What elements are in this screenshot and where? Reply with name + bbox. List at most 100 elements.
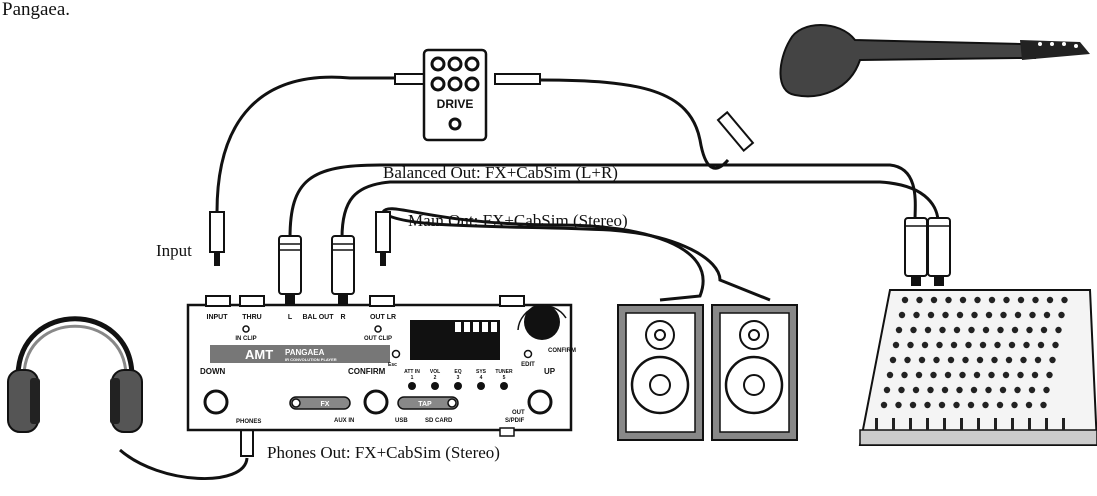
pedal-out-plug [494, 73, 541, 85]
jack-input-label: INPUT [207, 314, 229, 321]
mixer-knob [988, 371, 995, 379]
mixer-knob [927, 386, 934, 394]
logo-bar [210, 345, 390, 363]
mixer-knob [924, 401, 931, 409]
mixer-knob [997, 326, 1004, 334]
guitar-plug [716, 110, 755, 153]
tap-button [397, 396, 459, 410]
aux-in-label: AUX IN [334, 418, 354, 424]
mixer-fader [1028, 418, 1031, 430]
mixer-fader [909, 418, 912, 430]
mixer-knob [918, 356, 926, 364]
cable-input [215, 75, 400, 213]
mixer-knob [1008, 341, 1016, 349]
mixer-knob [915, 371, 923, 379]
mixer-knob [895, 326, 903, 334]
mixer-knob [909, 401, 917, 409]
cable-main-out-l [381, 207, 705, 302]
mixer-knob [1031, 371, 1039, 379]
mixer-knob [947, 356, 955, 364]
mixer-knob [1046, 296, 1054, 304]
mixer-knob [1002, 371, 1010, 379]
out-clip-label: OUT CLIP [364, 336, 392, 342]
mixer-fader [960, 418, 963, 430]
sd-card-label: SD CARD [425, 418, 453, 424]
mixer-knob [1058, 311, 1065, 319]
mixer-knob [967, 401, 975, 409]
mixer-knob [913, 311, 920, 319]
fx-button [289, 396, 351, 410]
preset-button-label: VOL [430, 369, 440, 375]
mixer-knob [959, 371, 966, 379]
usb-label: USB [395, 418, 408, 424]
mixer-knob [968, 326, 975, 334]
caption-fragment: Pangaea. [2, 0, 71, 20]
cable-phones-headphones [119, 448, 249, 481]
preset-button[interactable] [500, 382, 508, 390]
mixer-knob [924, 326, 932, 334]
mixer-knob [994, 341, 1001, 349]
jack-r-label: R [340, 314, 345, 321]
amt-logo: AMT [245, 347, 273, 362]
mixer-knob [956, 311, 964, 319]
preset-button[interactable] [408, 382, 416, 390]
footswitch-up [527, 389, 553, 415]
preset-button[interactable] [454, 382, 462, 390]
preset-button[interactable] [477, 382, 485, 390]
jack-l-label: L [288, 314, 293, 321]
mixer-knob [985, 311, 993, 319]
preset-button-number: 1 [411, 375, 414, 381]
esc-label: Esc [388, 362, 397, 368]
mixer-knob [898, 311, 906, 319]
mixer-knob [965, 341, 972, 349]
mixer-knob [1025, 401, 1033, 409]
mixer-knob [930, 371, 937, 379]
pedal-name: DRIVE [437, 97, 474, 111]
out-clip-led [374, 325, 382, 333]
jack-plugs [209, 73, 951, 457]
mixer-knob [1049, 356, 1056, 364]
preset-button-number: 2 [434, 375, 437, 381]
mixer-knob [953, 401, 960, 409]
mixer-knob [892, 341, 900, 349]
mixer-knob [1026, 326, 1033, 334]
balanced-out-label: Balanced Out: FX+CabSim (L+R) [383, 163, 618, 182]
mixer-knob [974, 296, 981, 304]
mixing-console [858, 289, 1097, 446]
guitar-icon [779, 24, 1090, 98]
mixer-knob [988, 296, 996, 304]
preset-button-label: ATT IN [404, 369, 420, 375]
mixer-knob [1037, 341, 1045, 349]
mixer-fader [875, 418, 878, 430]
mixer-knob [916, 296, 923, 304]
xlr-plug-mixer-l [904, 217, 928, 286]
xlr-plug-r [331, 235, 355, 304]
mixer-knob [950, 341, 958, 349]
mixer-fader [892, 418, 895, 430]
preset-button[interactable] [431, 382, 439, 390]
mixer-knob [883, 386, 891, 394]
mixer-knob [1034, 356, 1042, 364]
jack-thru-label: THRU [242, 314, 261, 321]
confirm-knob [524, 304, 560, 340]
mixer-knob [901, 371, 908, 379]
in-clip-led [242, 325, 250, 333]
mixer-knob [1043, 311, 1051, 319]
mixer-knob [927, 311, 935, 319]
mixer-knob [1040, 326, 1048, 334]
mixer-knob [889, 356, 897, 364]
mixer-knob [970, 386, 978, 394]
mixer-knob [971, 311, 978, 319]
phones-out-label: Phones Out: FX+CabSim (Stereo) [267, 443, 500, 462]
headphones-icon [7, 316, 143, 433]
mixer-knob [886, 371, 894, 379]
preset-button-number: 5 [503, 375, 506, 381]
mixer-knob [1000, 311, 1007, 319]
preset-button-number: 4 [480, 375, 483, 381]
up-label: UP [544, 367, 556, 376]
mixer-knob [912, 386, 920, 394]
footswitch-down [203, 389, 229, 415]
preset-button-label: SYS [476, 369, 487, 375]
mixer-fader [926, 418, 929, 430]
